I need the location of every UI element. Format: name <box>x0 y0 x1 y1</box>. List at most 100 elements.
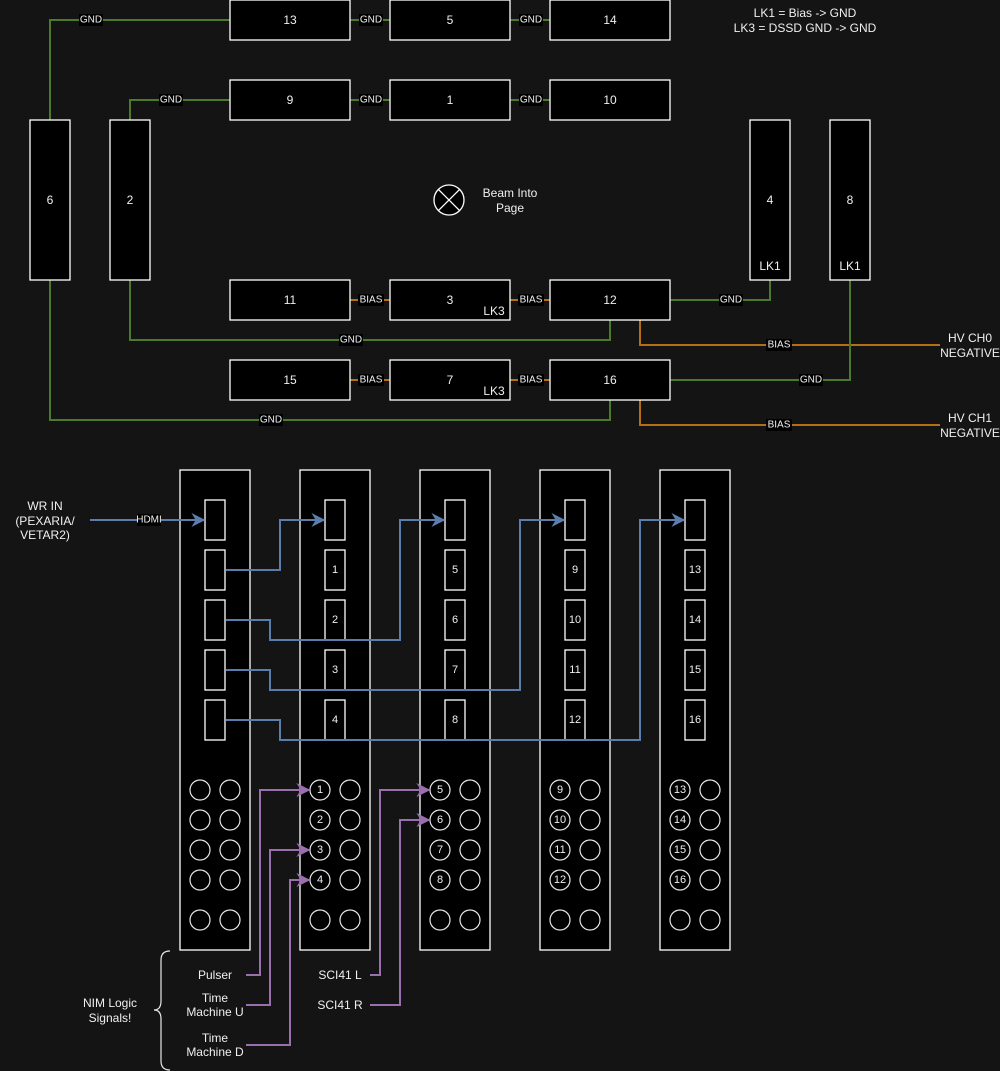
hdmi-wire-1 <box>226 513 326 571</box>
lemo-connector[interactable] <box>669 809 691 831</box>
hdmi-input-port[interactable] <box>564 499 586 541</box>
detector-4[interactable] <box>749 119 791 281</box>
hdmi-wire-3 <box>226 513 566 691</box>
channel-port[interactable] <box>204 549 226 591</box>
channel-port[interactable] <box>564 599 586 641</box>
lemo-connector[interactable] <box>219 809 241 831</box>
bias-wire-16-hv1 <box>639 400 940 426</box>
lemo-connector[interactable] <box>309 909 331 931</box>
sci41-r-label: SCI41 R <box>317 998 363 1012</box>
channel-port[interactable] <box>684 699 706 741</box>
detector-1[interactable] <box>389 79 511 121</box>
lemo-connector[interactable] <box>459 869 481 891</box>
lemo-connector[interactable] <box>579 779 601 801</box>
lemo-connector[interactable] <box>189 839 211 861</box>
lemo-connector[interactable] <box>339 839 361 861</box>
lemo-connector[interactable] <box>309 809 331 831</box>
lemo-connector[interactable] <box>699 779 721 801</box>
hdmi-input-port[interactable] <box>324 499 346 541</box>
channel-port[interactable] <box>564 549 586 591</box>
lemo-connector[interactable] <box>579 839 601 861</box>
hdmi-input-port[interactable] <box>684 499 706 541</box>
link-label-lk1: LK1 <box>839 259 861 273</box>
lemo-connector[interactable] <box>459 839 481 861</box>
detector-15[interactable] <box>229 359 351 401</box>
lemo-connector[interactable] <box>429 839 451 861</box>
legend-lk1: LK1 = Bias -> GND <box>754 6 857 20</box>
lemo-connector[interactable] <box>669 909 691 931</box>
detector-6[interactable] <box>29 119 71 281</box>
lemo-connector[interactable] <box>549 809 571 831</box>
detector-16[interactable] <box>549 359 671 401</box>
channel-port[interactable] <box>684 549 706 591</box>
hdmi-input-port[interactable] <box>444 499 466 541</box>
channel-port[interactable] <box>204 699 226 741</box>
lemo-connector[interactable] <box>429 869 451 891</box>
lemo-connector[interactable] <box>339 869 361 891</box>
lemo-connector[interactable] <box>219 839 241 861</box>
lemo-connector[interactable] <box>219 779 241 801</box>
lemo-connector[interactable] <box>459 779 481 801</box>
lemo-connector[interactable] <box>669 869 691 891</box>
detector-3[interactable] <box>389 279 511 321</box>
lemo-connector[interactable] <box>699 809 721 831</box>
bias-label: BIAS <box>768 340 791 351</box>
nim-wires <box>246 783 431 1046</box>
lemo-connector[interactable] <box>189 809 211 831</box>
lemo-connector[interactable] <box>699 869 721 891</box>
gnd-wire-2-9 <box>129 99 230 120</box>
channel-port[interactable] <box>204 599 226 641</box>
lemo-connector[interactable] <box>579 869 601 891</box>
channel-port[interactable] <box>684 649 706 691</box>
hv-ch1-label: HV CH1 <box>948 411 992 425</box>
detector-10[interactable] <box>549 79 671 121</box>
lemo-connector[interactable] <box>699 839 721 861</box>
lemo-connector[interactable] <box>549 839 571 861</box>
channel-port[interactable] <box>204 649 226 691</box>
hv-ch1-label: NEGATIVE <box>940 426 1000 440</box>
channel-port[interactable] <box>564 649 586 691</box>
channel-port[interactable] <box>444 549 466 591</box>
lemo-connector[interactable] <box>669 779 691 801</box>
lemo-connector[interactable] <box>189 909 211 931</box>
detector-7[interactable] <box>389 359 511 401</box>
port-label: 12 <box>569 714 581 726</box>
connector-label: 3 <box>317 844 323 856</box>
detector-8[interactable] <box>829 119 871 281</box>
brace-icon <box>153 950 171 1071</box>
detector-2[interactable] <box>109 119 151 281</box>
lemo-connector[interactable] <box>429 909 451 931</box>
lemo-connector[interactable] <box>189 779 211 801</box>
detector-13[interactable] <box>229 0 351 41</box>
lemo-connector[interactable] <box>579 909 601 931</box>
channel-port[interactable] <box>324 549 346 591</box>
nim-wire-sci41-l <box>370 783 431 976</box>
detector-11[interactable] <box>229 279 351 321</box>
lemo-connector[interactable] <box>339 809 361 831</box>
lemo-connector[interactable] <box>699 909 721 931</box>
detector-12[interactable] <box>549 279 671 321</box>
lemo-connector[interactable] <box>459 909 481 931</box>
detector-label: 6 <box>47 193 54 207</box>
lemo-connector[interactable] <box>339 779 361 801</box>
lemo-connector[interactable] <box>189 869 211 891</box>
detector-9[interactable] <box>229 79 351 121</box>
detector-14[interactable] <box>549 0 671 41</box>
lemo-connector[interactable] <box>219 909 241 931</box>
lemo-connector[interactable] <box>459 809 481 831</box>
channel-port[interactable] <box>444 599 466 641</box>
lemo-connector[interactable] <box>579 809 601 831</box>
lemo-connector[interactable] <box>219 869 241 891</box>
lemo-connector[interactable] <box>549 909 571 931</box>
lemo-connector[interactable] <box>549 779 571 801</box>
gnd-label: GND <box>340 335 362 346</box>
channel-port[interactable] <box>684 599 706 641</box>
hdmi-input-port[interactable] <box>204 499 226 541</box>
lemo-connector[interactable] <box>549 869 571 891</box>
lemo-connector[interactable] <box>669 839 691 861</box>
lemo-connector[interactable] <box>339 909 361 931</box>
detector-5[interactable] <box>389 0 511 41</box>
nim-modules: 1234123456785678910111291011121314151613… <box>179 469 731 951</box>
connector-label: 15 <box>674 844 686 856</box>
